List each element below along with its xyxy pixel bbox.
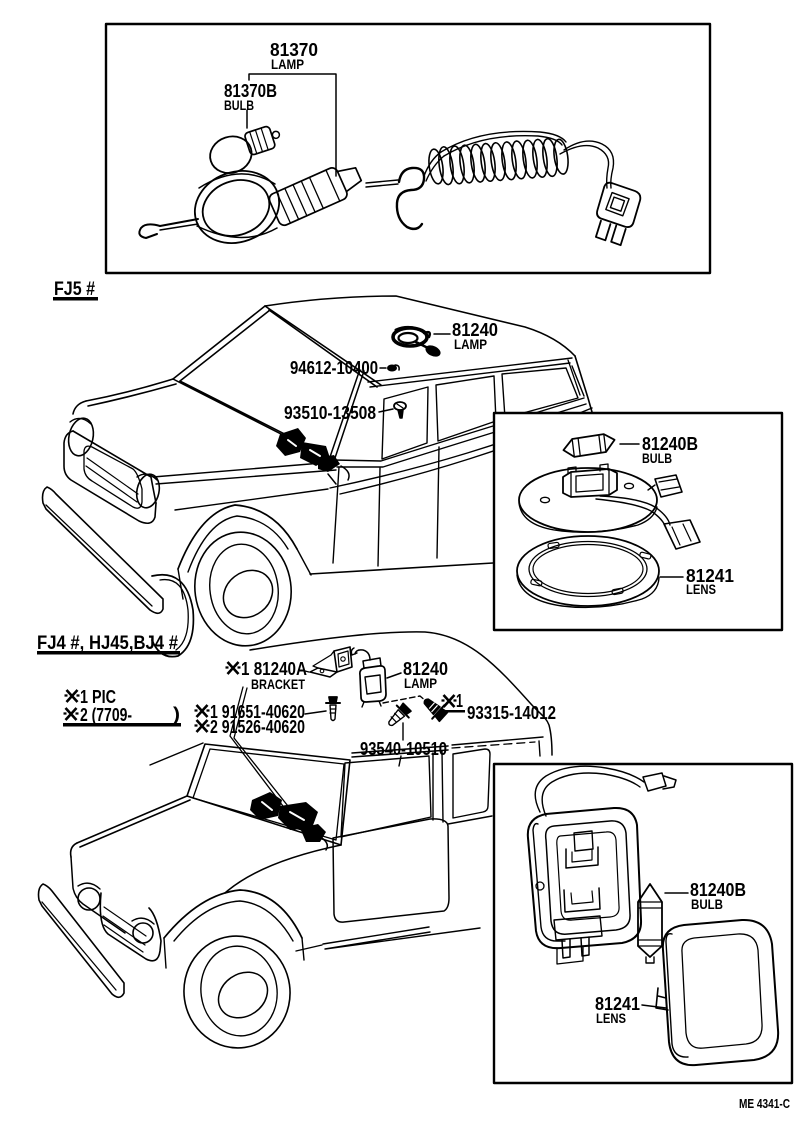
svg-text:LENS: LENS [686, 581, 716, 597]
svg-text:93540-10510: 93540-10510 [360, 739, 447, 759]
svg-text:1 PIC: 1 PIC [80, 687, 116, 707]
svg-text:LAMP: LAMP [404, 675, 437, 691]
svg-text:BULB: BULB [691, 896, 723, 912]
svg-text:81241: 81241 [686, 566, 734, 586]
svg-text:81240B: 81240B [642, 434, 698, 454]
svg-text:93315-14012: 93315-14012 [467, 703, 556, 723]
svg-text:81370B: 81370B [224, 81, 277, 101]
svg-text:1: 1 [456, 691, 463, 711]
svg-text:LAMP: LAMP [271, 56, 304, 72]
svg-text:ME 4341-C: ME 4341-C [739, 1096, 790, 1111]
svg-text:BULB: BULB [642, 450, 672, 466]
svg-text:81240: 81240 [452, 320, 498, 340]
svg-text:BRACKET: BRACKET [251, 676, 305, 692]
svg-text:LAMP: LAMP [454, 336, 487, 352]
svg-text:81370: 81370 [270, 40, 318, 60]
svg-text:81241: 81241 [595, 994, 640, 1014]
svg-text:LENS: LENS [596, 1010, 626, 1026]
svg-text:): ) [173, 704, 180, 724]
svg-text:BULB: BULB [224, 97, 254, 113]
svg-text:2 91526-40620: 2 91526-40620 [210, 717, 305, 737]
svg-text:94612-10400: 94612-10400 [290, 358, 378, 378]
svg-text:2 (7709-: 2 (7709- [80, 705, 132, 725]
svg-text:81240B: 81240B [690, 880, 746, 900]
svg-text:FJ4 #, HJ45,BJ4 #: FJ4 #, HJ45,BJ4 # [37, 633, 178, 654]
svg-text:93510-13508: 93510-13508 [284, 403, 376, 423]
svg-text:1 91651-40620: 1 91651-40620 [210, 702, 305, 722]
svg-text:1 81240A: 1 81240A [241, 659, 307, 679]
svg-text:FJ5 #: FJ5 # [54, 279, 95, 300]
svg-text:81240: 81240 [403, 659, 448, 679]
